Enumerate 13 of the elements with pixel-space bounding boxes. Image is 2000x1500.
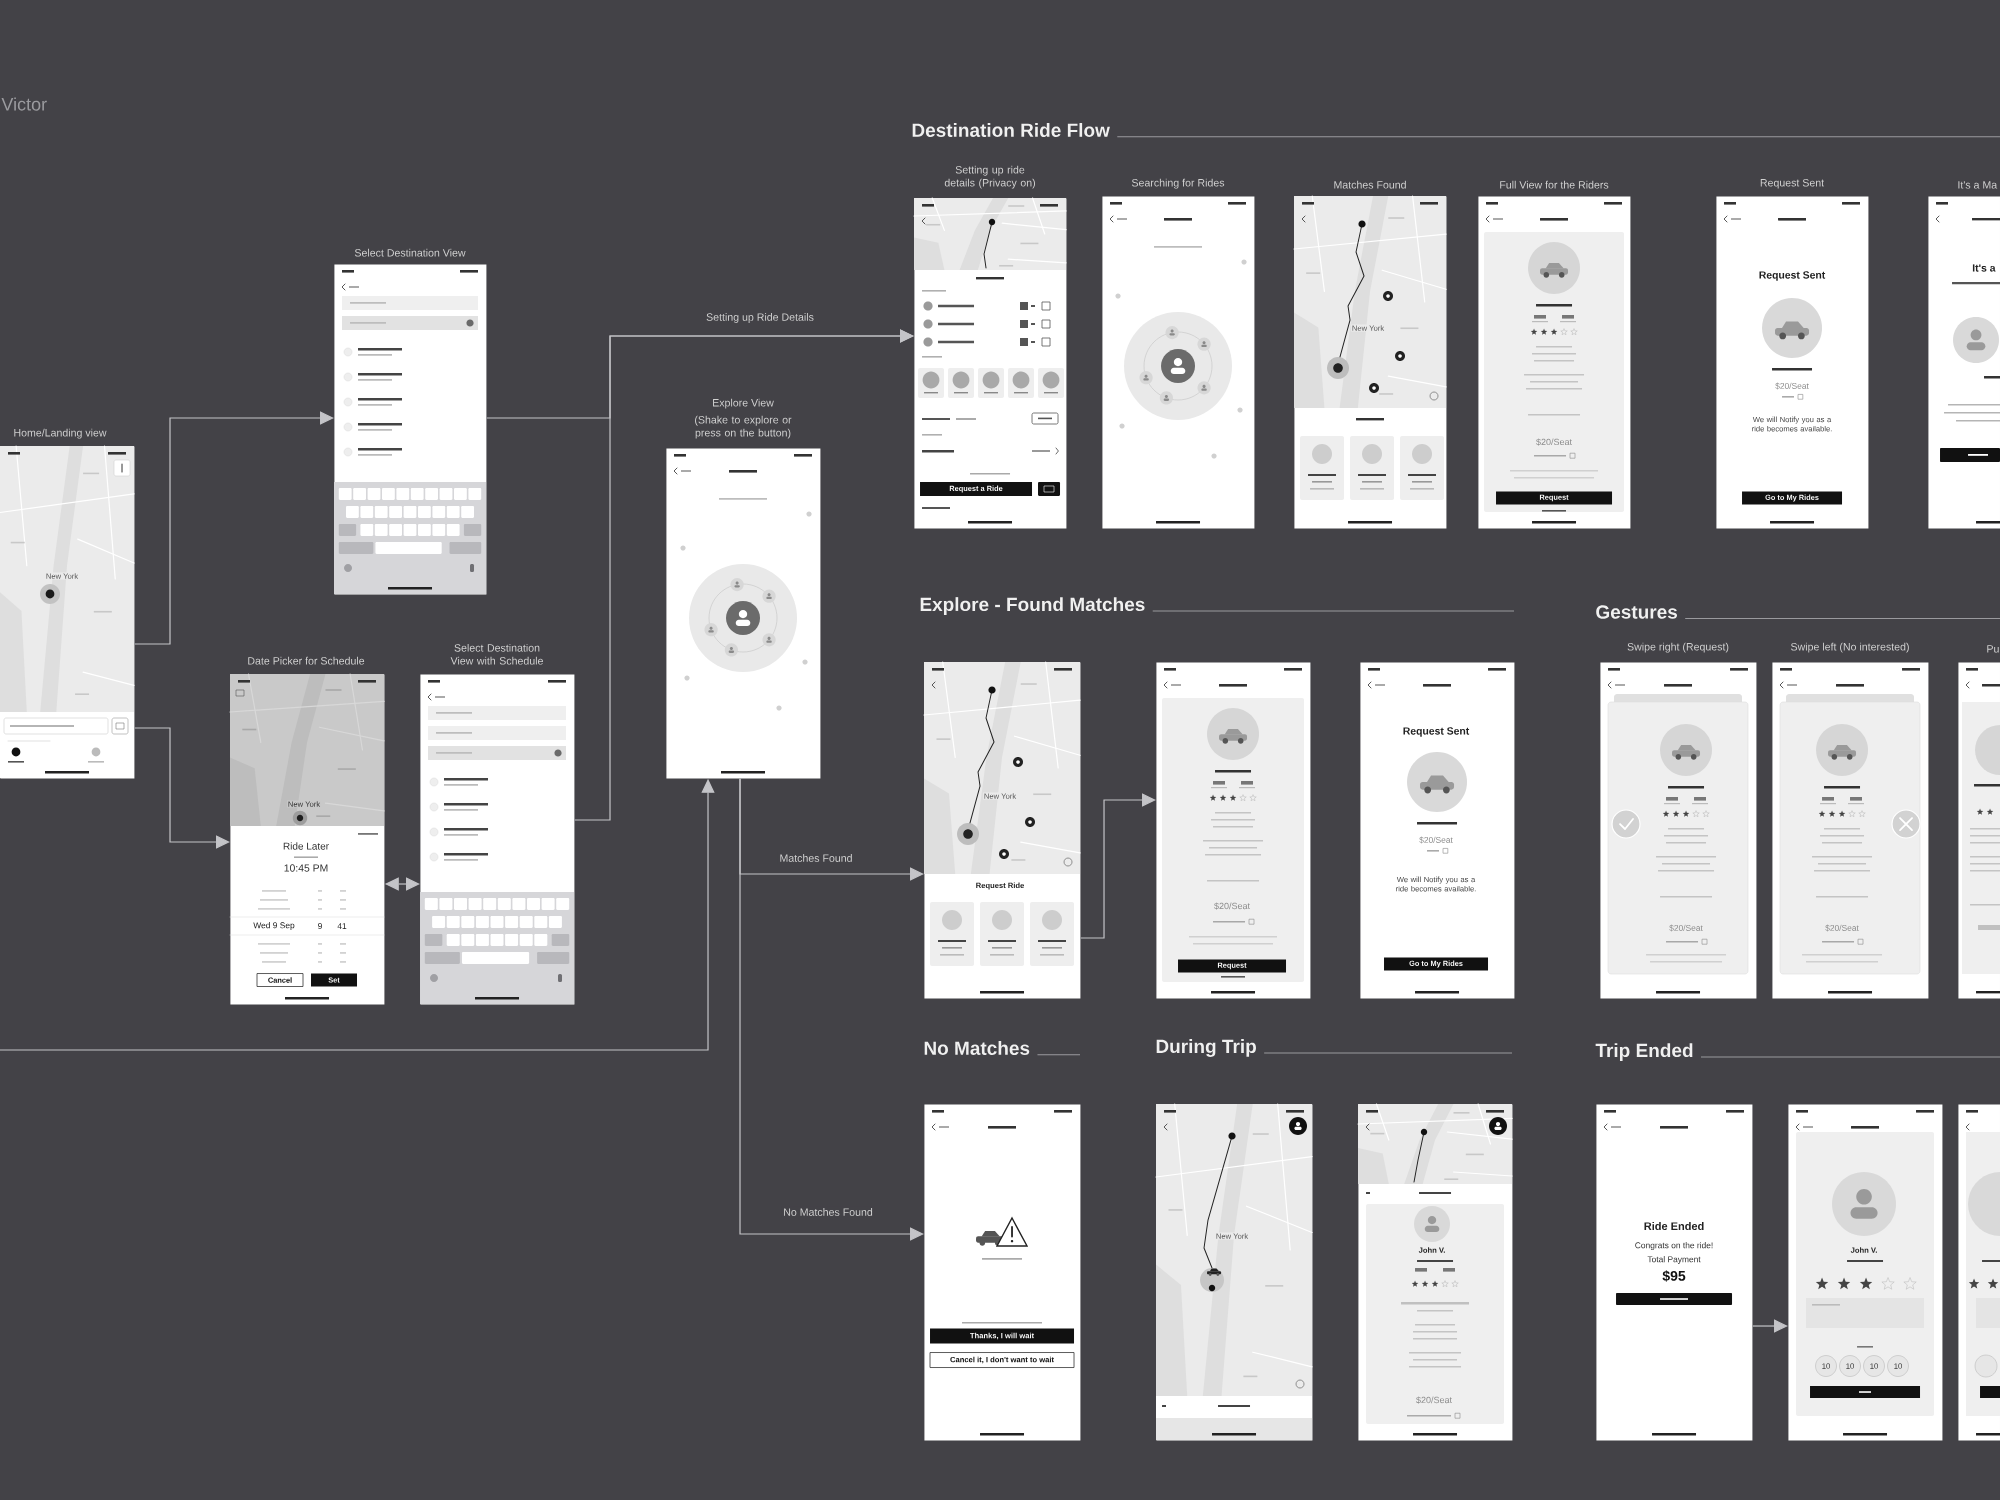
connector-arrow — [574, 329, 914, 821]
section-heading: Trip Ended — [1595, 1043, 1693, 1061]
connector-arrow — [134, 411, 334, 645]
connector-arrow — [1752, 1319, 1788, 1333]
section-heading: No Matches — [924, 1041, 1030, 1055]
section-heading: During Trip — [1156, 1039, 1256, 1057]
connector-arrow — [134, 727, 230, 849]
section-heading: Explore - Found Matches — [920, 597, 1145, 615]
page-label: Victor — [1, 97, 47, 111]
section-heading: Gestures — [1596, 605, 1677, 619]
connector-arrow — [739, 778, 924, 1241]
section-heading: Destination Ride Flow — [912, 123, 1110, 137]
connector-arrow — [1080, 793, 1156, 939]
